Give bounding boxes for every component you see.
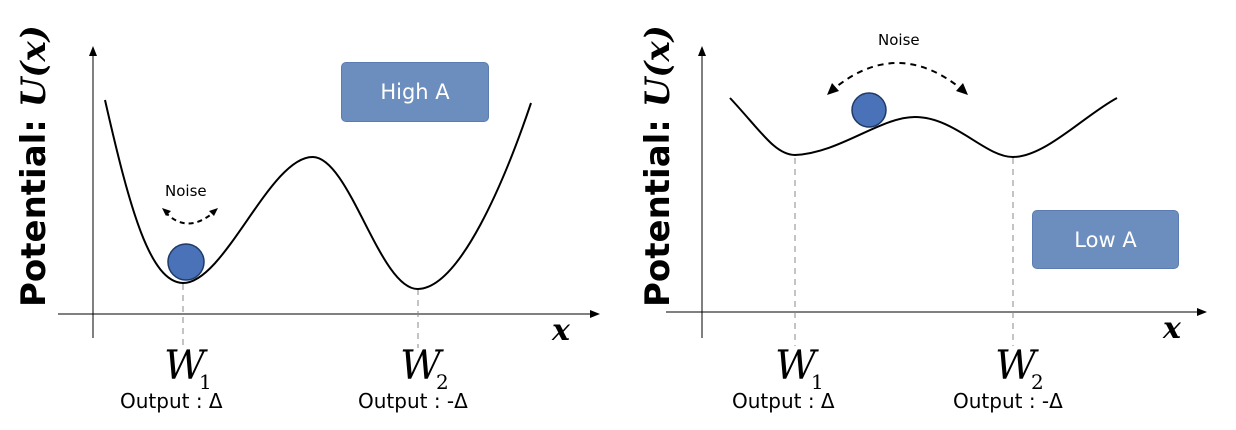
left-potential-curve xyxy=(104,99,532,291)
right-box-label: Low A xyxy=(1074,227,1137,252)
right-w2-output: Output : -Δ xyxy=(953,389,1063,413)
right-w2-subscript: 2 xyxy=(1031,370,1044,394)
right-y-axis-label-text: Potential: xyxy=(638,107,678,307)
left-high-a-box: High A xyxy=(341,62,489,122)
right-noise-arrowhead-right xyxy=(956,83,968,95)
left-noise-arrowhead-left xyxy=(162,208,171,216)
left-box-label: High A xyxy=(380,80,450,104)
left-noise-label: Noise xyxy=(165,182,207,200)
right-y-axis-arrow xyxy=(698,46,706,56)
right-w2-label: W xyxy=(995,343,1037,389)
left-x-axis-arrow xyxy=(590,310,600,318)
left-ball xyxy=(167,243,205,281)
left-y-axis-label-text: Potential: xyxy=(14,107,54,307)
right-w1-output: Output : Δ xyxy=(732,389,835,413)
left-w1-output: Output : Δ xyxy=(120,389,223,413)
left-panel xyxy=(58,46,600,348)
left-y-axis-label-fn: U(x) xyxy=(14,25,54,108)
right-x-axis-label: x xyxy=(1163,311,1181,346)
left-x-axis-label: x xyxy=(552,313,570,348)
right-y-axis-label: Potential: U(x) xyxy=(638,25,681,307)
left-y-axis-label: Potential: U(x) xyxy=(14,25,57,307)
right-x-axis-arrow xyxy=(1197,308,1207,316)
right-panel xyxy=(666,46,1207,346)
left-w2-label: W xyxy=(400,343,442,389)
right-ball xyxy=(851,92,887,128)
right-w1-subscript: 1 xyxy=(811,370,824,394)
left-noise-arrow xyxy=(164,211,215,225)
left-w2-output: Output : -Δ xyxy=(358,389,468,413)
left-w1-subscript: 1 xyxy=(199,370,212,394)
left-noise-arrowhead-right xyxy=(209,208,218,216)
right-low-a-box: Low A xyxy=(1032,210,1179,269)
right-noise-arrow xyxy=(829,62,966,93)
right-noise-arrowhead-left xyxy=(827,83,839,95)
right-w1-label: W xyxy=(775,343,817,389)
left-y-axis-arrow xyxy=(89,46,97,56)
right-y-axis-label-fn: U(x) xyxy=(638,25,678,108)
right-potential-curve xyxy=(729,97,1118,159)
left-w2-subscript: 2 xyxy=(436,370,449,394)
left-w1-label: W xyxy=(164,343,206,389)
right-noise-label: Noise xyxy=(878,31,920,49)
